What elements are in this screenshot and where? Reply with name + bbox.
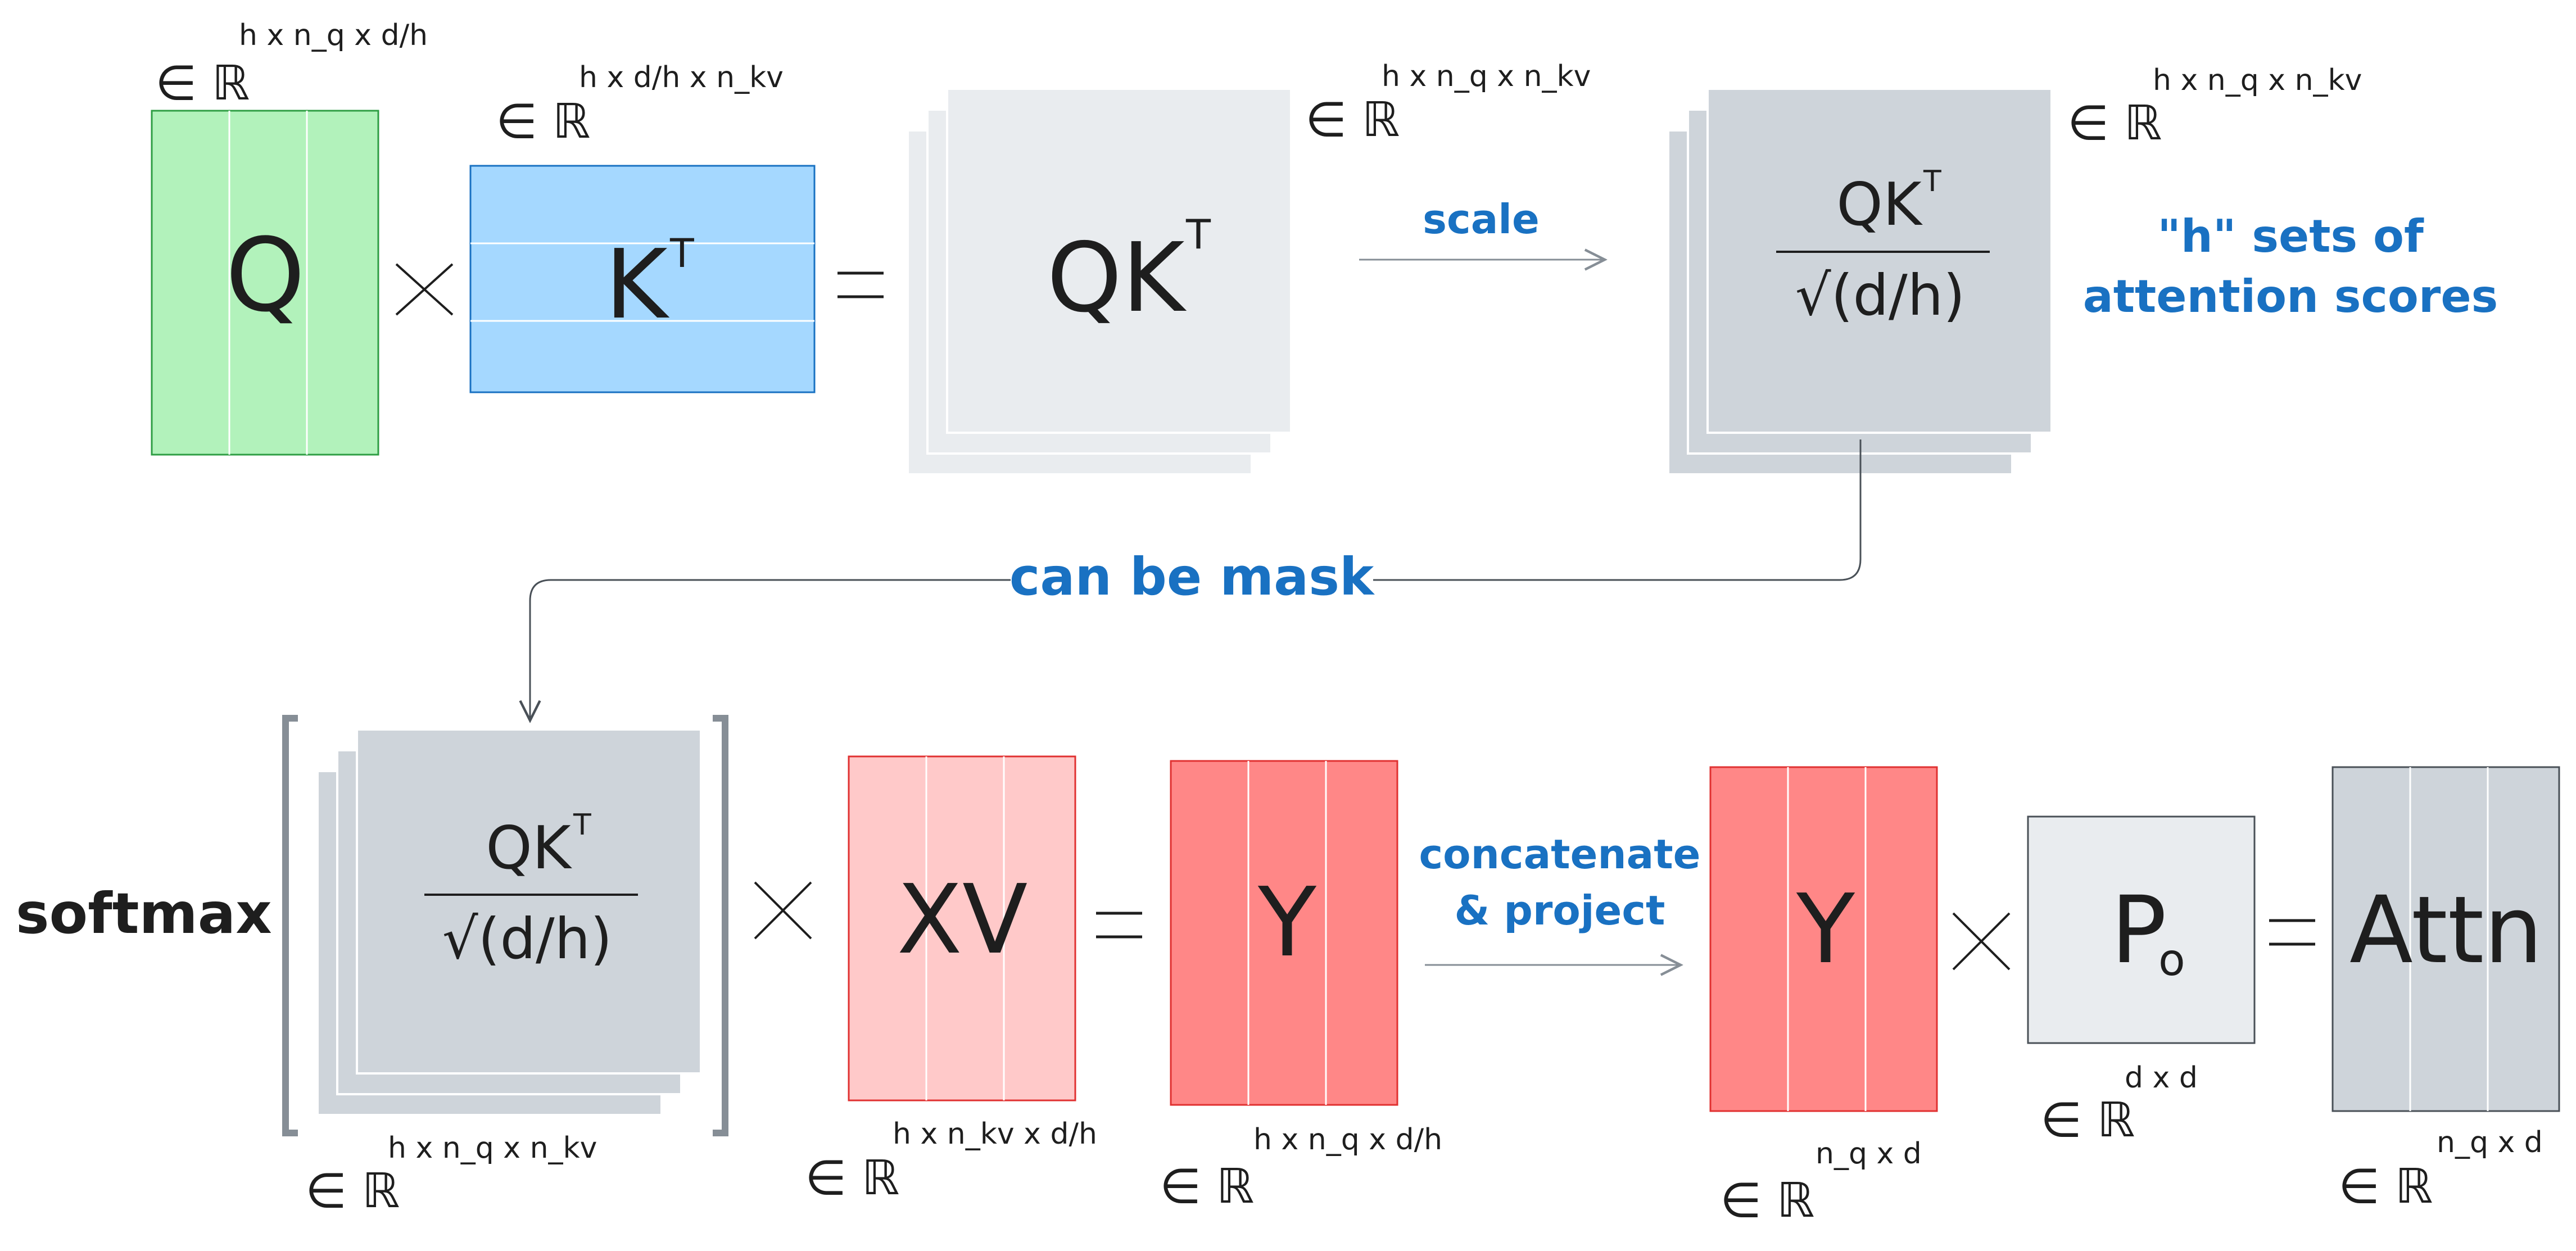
concat-project-arrow: concatenate & project: [1419, 831, 1701, 965]
q-matrix: Q: [151, 110, 379, 456]
q-shape-annotation: ∈ ℝ h x n_q x d/h: [155, 19, 428, 111]
p-shape-annotation: ∈ ℝ d x d: [2040, 1061, 2198, 1148]
p-matrix-box: [2027, 815, 2256, 1044]
stack-layer-front: [946, 88, 1292, 434]
fraction-numerator: QK: [486, 814, 573, 882]
xv-shape-annotation: ∈ ℝ h x n_kv x d/h: [805, 1117, 1097, 1206]
scaled-scores-stack: QK T √(d/h): [1667, 88, 2053, 475]
softmax-input-stack: QK T √(d/h): [316, 728, 702, 1116]
qk-shape: h x n_q x n_kv: [1382, 60, 1591, 93]
element-of-real: ∈ ℝ: [1720, 1173, 1814, 1229]
stack-layer-front: [356, 728, 702, 1075]
y-concat-shape: n_q x d: [1816, 1137, 1922, 1171]
qk-label: QK: [1047, 223, 1187, 334]
fraction-denominator: √(d/h): [1795, 262, 1965, 328]
element-of-real: ∈ ℝ: [496, 94, 590, 149]
y-matrix-box: [1170, 760, 1398, 1106]
concat-label-line2: & project: [1455, 887, 1665, 934]
p-label: P: [2111, 876, 2167, 984]
k-label: K: [605, 229, 670, 341]
softmax-shape-annotation: ∈ ℝ h x n_q x n_kv: [305, 1131, 597, 1219]
k-matrix-box: [469, 165, 816, 393]
h-sets-note: "h" sets of attention scores: [2083, 210, 2498, 323]
y-heads-shape: h x n_q x d/h: [1253, 1123, 1442, 1157]
stack-layer-front: [1706, 88, 2053, 434]
p-shape: d x d: [2125, 1061, 2198, 1095]
mask-connector: can be mask: [530, 439, 1862, 720]
equals-symbol: [2269, 919, 2315, 946]
attn-label: Attn: [2349, 876, 2543, 984]
attn-matrix: Attn: [2331, 766, 2560, 1112]
element-of-real: ∈ ℝ: [1160, 1159, 1254, 1214]
q-shape: h x n_q x d/h: [239, 19, 428, 52]
qk-shape-annotation: ∈ ℝ h x n_q x n_kv: [1305, 60, 1591, 148]
times-symbol: [754, 881, 812, 940]
y-concat-matrix: Y: [1709, 766, 1938, 1112]
xv-label: XV: [897, 864, 1028, 976]
element-of-real: ∈ ℝ: [2040, 1093, 2135, 1148]
attn-shape-annotation: ∈ ℝ n_q x d: [2338, 1126, 2543, 1214]
transpose-superscript: T: [573, 808, 591, 842]
softmax-label: softmax: [16, 881, 272, 946]
softmax-shape: h x n_q x n_kv: [388, 1131, 597, 1165]
y-heads-shape-annotation: ∈ ℝ h x n_q x d/h: [1160, 1123, 1442, 1214]
k-shape: h x d/h x n_kv: [579, 61, 784, 94]
y-concat-shape-annotation: ∈ ℝ n_q x d: [1720, 1137, 1922, 1229]
transpose-superscript: T: [1185, 211, 1211, 258]
mask-label-background: [1011, 548, 1373, 610]
equals-symbol: [837, 271, 884, 298]
element-of-real: ∈ ℝ: [1305, 92, 1400, 148]
h-sets-line2: attention scores: [2083, 270, 2498, 323]
p-subscript: o: [2158, 935, 2185, 986]
transpose-superscript: T: [669, 230, 694, 277]
y-label: Y: [1796, 874, 1855, 985]
scaled-shape-annotation: ∈ ℝ h x n_q x n_kv: [2067, 64, 2362, 151]
p-output-matrix: P o: [2027, 815, 2256, 1044]
scaled-shape: h x n_q x n_kv: [2153, 64, 2362, 97]
mask-label: can be mask: [1009, 547, 1375, 607]
times-symbol: [1952, 912, 2011, 971]
element-of-real: ∈ ℝ: [305, 1163, 400, 1219]
y-matrix-box: [1709, 766, 1938, 1112]
transpose-superscript: T: [1923, 165, 1941, 198]
qk-transpose-stack: QK T: [907, 88, 1292, 475]
k-shape-annotation: ∈ ℝ h x d/h x n_kv: [496, 61, 784, 149]
right-bracket: [713, 715, 728, 1136]
scale-label: scale: [1423, 196, 1540, 243]
q-label: Q: [225, 217, 305, 334]
times-symbol: [395, 263, 454, 316]
h-sets-line1: "h" sets of: [2157, 210, 2424, 262]
concat-label-line1: concatenate: [1419, 831, 1700, 878]
attn-matrix-box: [2331, 766, 2560, 1112]
xv-shape: h x n_kv x d/h: [893, 1117, 1097, 1151]
xv-matrix: XV: [848, 755, 1076, 1102]
element-of-real: ∈ ℝ: [805, 1150, 899, 1206]
attn-shape: n_q x d: [2437, 1126, 2543, 1159]
element-of-real: ∈ ℝ: [2067, 96, 2162, 151]
element-of-real: ∈ ℝ: [155, 56, 250, 111]
k-transpose-matrix: K T: [469, 165, 816, 393]
fraction-denominator: √(d/h): [442, 906, 612, 972]
equals-symbol: [1096, 912, 1142, 939]
scale-arrow: scale: [1359, 196, 1605, 260]
xv-matrix-box: [848, 755, 1076, 1102]
y-heads-matrix: Y: [1170, 760, 1398, 1106]
fraction-numerator: QK: [1836, 170, 1923, 239]
left-bracket: [282, 715, 298, 1136]
q-matrix-box: [151, 110, 379, 456]
element-of-real: ∈ ℝ: [2338, 1159, 2433, 1214]
y-label: Y: [1257, 867, 1317, 978]
